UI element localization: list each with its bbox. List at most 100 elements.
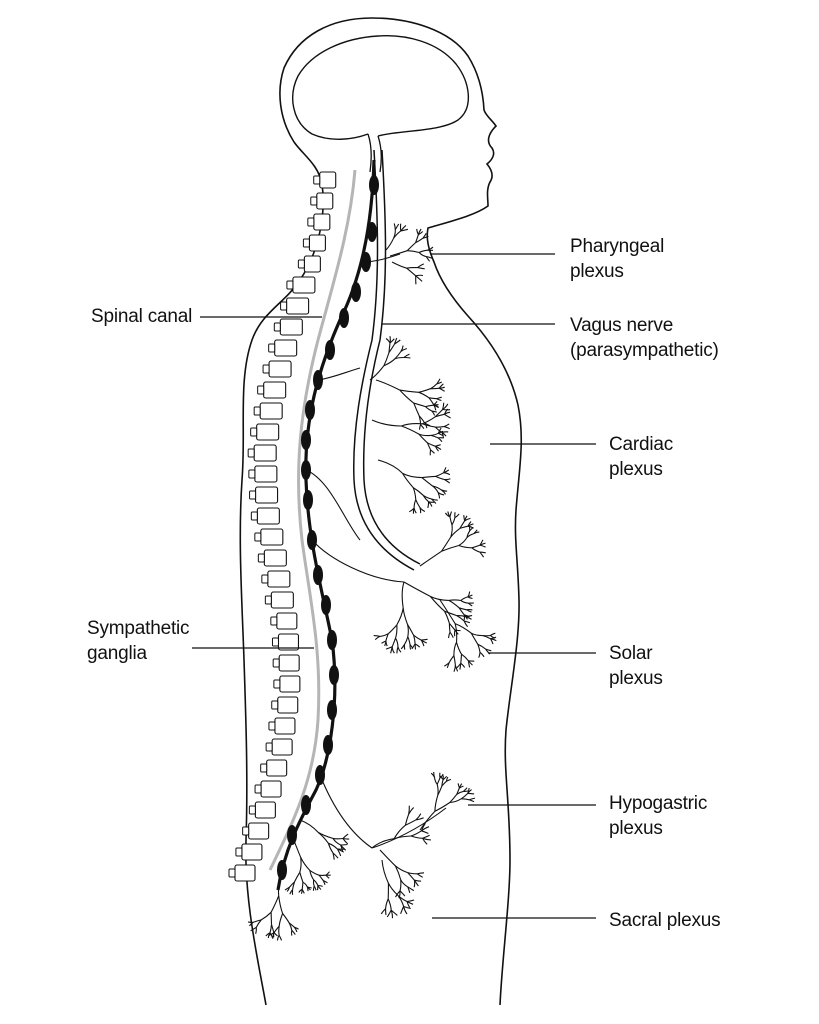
vertebra [303,255,321,273]
vertebra [263,381,287,399]
nerve-branch [340,843,348,846]
nerve-branch [415,274,424,277]
nerve-branch [306,886,309,892]
nerve-branch [337,848,342,857]
nerve-branch [444,662,450,667]
nerve-branch [479,551,485,558]
nerve-branch [461,798,470,801]
vertebra [253,444,277,462]
nerve-branch [342,838,349,845]
vertebra [248,822,270,840]
brainstem [367,133,382,173]
label-pharyngeal-plexus: Pharyngeal plexus [570,234,664,284]
nerve-branch [453,665,456,672]
nerve-ramus [319,774,373,849]
nerve-branch [450,527,461,538]
nerve-branch [418,231,424,236]
label-line: ganglia [87,643,147,664]
vertebra-process [228,868,236,878]
nerve-branch [430,387,440,390]
vertebra-process [250,511,258,521]
label-cardiac-plexus: Cardiac plexus [609,432,673,482]
nerve-branch [458,607,465,616]
vertebra-process [265,742,273,752]
nerve-branch [428,397,435,406]
nerve-branch [409,507,415,513]
vertebra-process [268,343,276,353]
nerve-branch [403,356,411,359]
vertebra-process [273,322,281,332]
nerve-branch [291,929,296,935]
nerve-branch [255,927,257,934]
vertebra [268,360,292,378]
nerve-branch [466,533,475,538]
nerve-branch [375,379,401,391]
label-line: (parasympathetic) [570,340,719,361]
nerve-branch [418,391,430,399]
nerve-branch [247,921,254,924]
nerve-branch [444,413,451,419]
nerve-branch [389,250,408,257]
label-sympathetic-ganglia: Sympathetic ganglia [87,616,190,666]
nerve-branch [317,831,334,839]
vertebra [260,528,284,546]
nerve-branch [430,434,439,439]
ganglion [369,175,379,195]
label-line: plexus [570,261,624,282]
vertebra [271,738,293,756]
label-solar-plexus: Solar plexus [609,641,663,691]
nerve-branch [413,507,417,514]
ganglion [339,308,349,328]
vertebra [266,759,288,777]
label-line: plexus [609,818,663,839]
nerve-branch [407,886,411,894]
vertebra [267,570,291,588]
nerve-branch [332,838,341,846]
vertebra-process [257,385,265,395]
nerve-branch [410,835,423,839]
nerve-ramus [317,367,361,381]
nerve-branch [466,609,472,613]
nerve-branch [436,381,443,385]
nerve-branch [490,638,494,645]
ganglion [313,565,323,585]
nerve-branch [385,646,393,650]
vertebra [241,843,263,861]
label-sacral-plexus: Sacral plexus [609,908,721,933]
nerve-branch [393,835,412,840]
vertebra-process [248,805,256,815]
nerve-branch [374,635,381,641]
nerve-ramus [361,253,401,263]
nerve-branch [411,643,416,650]
nerve-branch [299,819,319,833]
nerve-branch [444,479,451,484]
nerve-branch [406,624,409,637]
nerve-branch [406,266,418,269]
vertebra-process [286,280,294,290]
nerve-branch [406,901,411,908]
nerve-branch [397,646,402,653]
vagus-nerve-inner [362,149,421,565]
nerve-branch [387,624,398,635]
nerve-branch [455,642,462,655]
nerve-branch [288,881,295,888]
nerve-branch [422,834,430,839]
vertebra [277,696,299,714]
nerve-branch [413,499,417,509]
nerve-branch [282,913,290,924]
ganglion [305,400,315,420]
nerve-branch [442,776,448,781]
nerve-branch [265,932,271,937]
nerve-branch [437,785,443,796]
label-line: Cardiac [609,434,674,455]
vertebra [254,801,276,819]
nerve-branch [479,651,485,658]
ganglion [303,490,313,510]
nerve-branch [399,389,419,393]
nerve-branch [490,632,496,636]
nerve-branch [394,356,404,360]
vertebra [270,591,294,609]
vertebra [316,192,334,210]
nerve-branch [385,338,391,344]
